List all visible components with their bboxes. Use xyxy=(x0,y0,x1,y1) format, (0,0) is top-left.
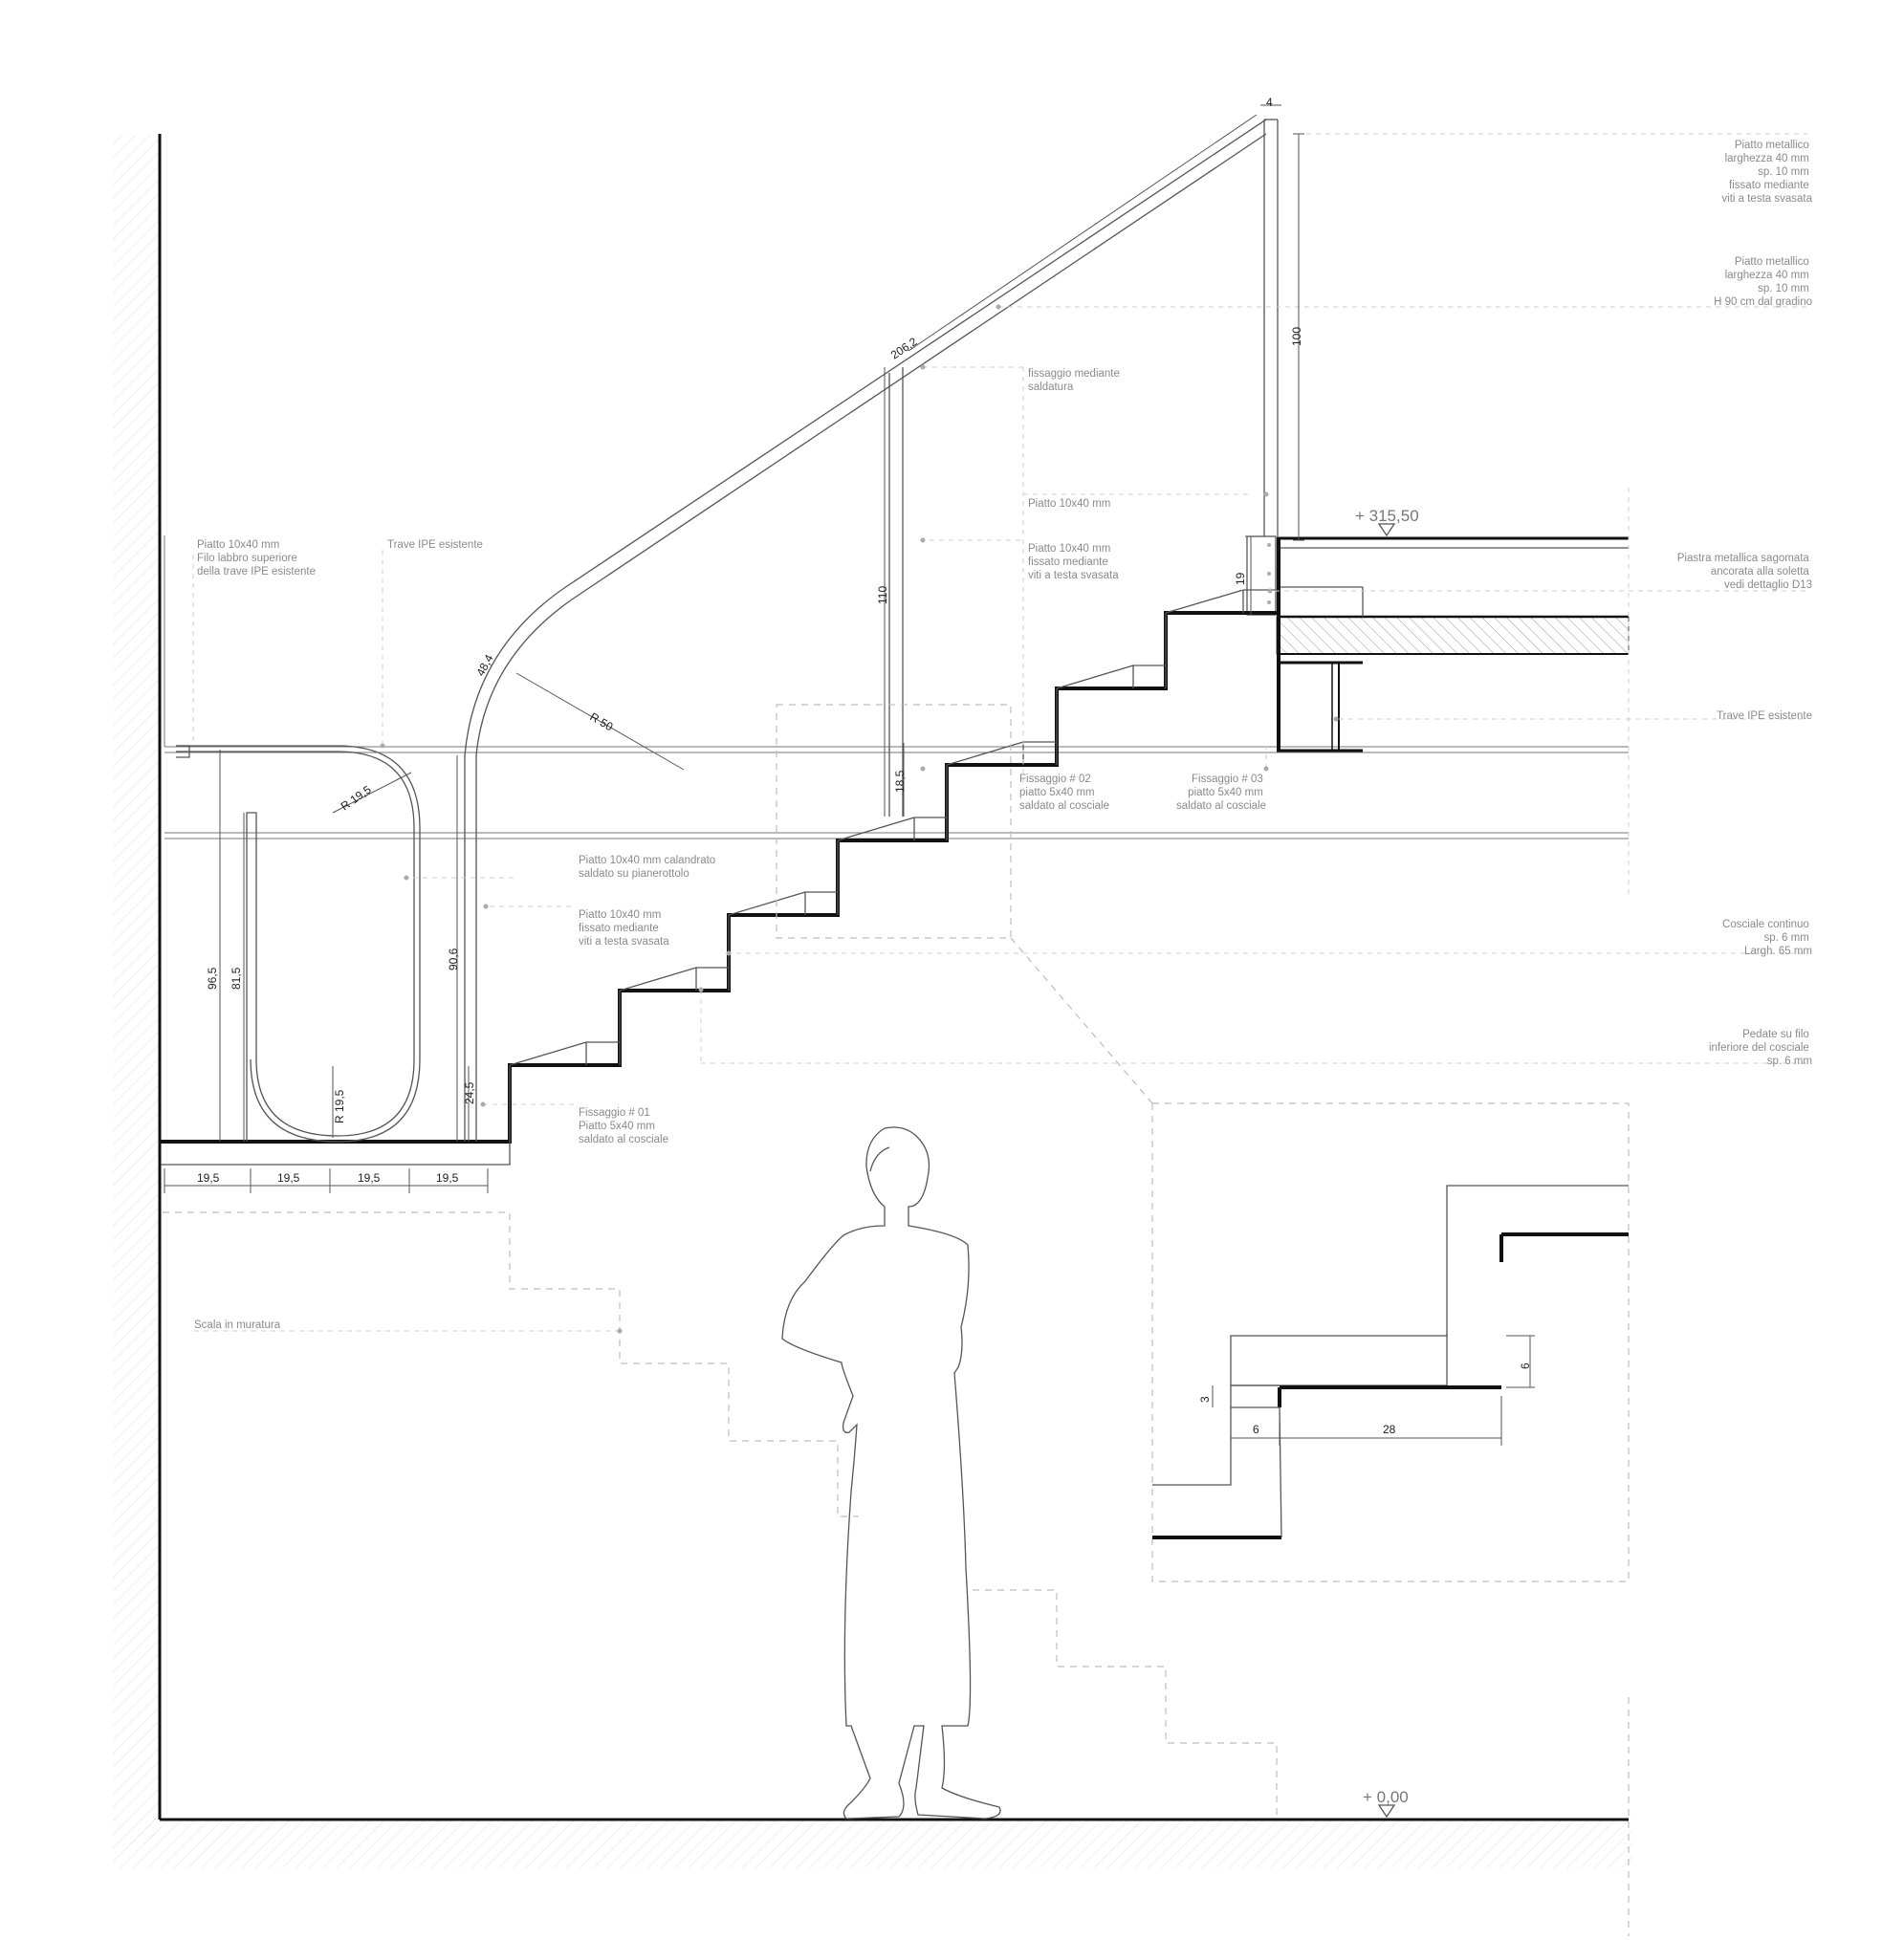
dim-base-2: 19,5 xyxy=(277,1171,300,1185)
level-ground: + 0,00 xyxy=(1363,1788,1409,1806)
dim-206: 206,2 xyxy=(888,335,920,362)
dim-4: 4 xyxy=(1266,96,1273,109)
ipe-section xyxy=(1277,538,1363,752)
note-piatto-metallico-2: Piatto metallico larghezza 40 mm sp. 10 … xyxy=(1714,256,1812,308)
dim-100: 100 xyxy=(1290,327,1303,346)
stair-stringer-underside xyxy=(161,589,1277,1166)
dim-24: 24,5 xyxy=(463,1081,476,1104)
dim-r19a: R 19,5 xyxy=(339,783,374,814)
note-trave-ipe-top: Trave IPE esistente xyxy=(387,539,483,551)
leader-dots xyxy=(380,304,1339,1334)
note-pedate: Pedate su filo inferiore del cosciale sp… xyxy=(1709,1029,1812,1067)
note-piatto-10x40-viti: Piatto 10x40 mm fissato mediante viti a … xyxy=(1028,543,1119,581)
dim-81: 81,5 xyxy=(230,967,243,990)
note-piatto-filo: Piatto 10x40 mm Filo labbro superiore de… xyxy=(197,539,316,578)
notes-right: Piatto metallico larghezza 40 mm sp. 10 … xyxy=(1176,140,1813,1067)
floor-hatch xyxy=(113,1819,1633,1868)
person-silhouette xyxy=(781,1126,1001,1820)
level-markers xyxy=(1377,523,1396,1819)
stair-treads xyxy=(161,611,1277,1144)
masonry-stair xyxy=(163,1211,1278,1817)
dim-detail-6a: 6 xyxy=(1253,1423,1259,1436)
dim-90: 90,6 xyxy=(447,948,460,970)
dim-r50: R 50 xyxy=(588,709,616,733)
note-piatto-10x40-a: Piatto 10x40 mm xyxy=(1028,498,1110,510)
dim-base-1: 19,5 xyxy=(197,1171,220,1185)
dim-19: 19 xyxy=(1234,572,1247,585)
note-piatto-calandrato: Piatto 10x40 mm calandrato saldato su pi… xyxy=(579,855,718,880)
note-cosciale: Cosciale continuo sp. 6 mm Largh. 65 mm xyxy=(1722,919,1812,957)
note-fissaggio-03: Fissaggio # 03 piatto 5x40 mm saldato al… xyxy=(1176,774,1266,812)
dim-detail-28: 28 xyxy=(1383,1423,1396,1436)
upper-slab xyxy=(1276,536,1630,655)
dim-detail-6b: 6 xyxy=(1519,1362,1532,1369)
detail-boxes xyxy=(776,704,1630,1936)
dim-base-4: 19,5 xyxy=(436,1171,459,1185)
dim-110: 110 xyxy=(876,586,889,604)
note-trave-ipe-right: Trave IPE esistente xyxy=(1717,710,1812,722)
note-fissaggio-saldatura: fissaggio mediante saldatura xyxy=(1028,368,1123,393)
leader-lines xyxy=(192,133,1807,1332)
note-piatto-viti-low: Piatto 10x40 mm fissato mediante viti a … xyxy=(579,909,669,948)
dim-48: 48,4 xyxy=(473,652,495,678)
detail-step xyxy=(1152,1185,1629,1539)
wall-hatch xyxy=(113,134,159,1845)
dim-96: 96,5 xyxy=(206,967,219,990)
level-top: + 315,50 xyxy=(1355,507,1419,525)
dim-detail-3: 3 xyxy=(1198,1396,1212,1403)
dim-18: 18,5 xyxy=(893,770,907,793)
note-piatto-metallico-1: Piatto metallico larghezza 40 mm sp. 10 … xyxy=(1721,140,1812,205)
note-scala: Scala in muratura xyxy=(194,1319,281,1331)
note-fissaggio-02: Fissaggio # 02 piatto 5x40 mm saldato al… xyxy=(1019,774,1109,812)
dim-r19b: R 19,5 xyxy=(333,1089,346,1123)
handrail xyxy=(176,119,1279,1143)
note-fissaggio-01: Fissaggio # 01 Piatto 5x40 mm saldato al… xyxy=(579,1107,668,1145)
note-piastra: Piastra metallica sagomata ancorata alla… xyxy=(1677,553,1812,591)
dimension-lines xyxy=(164,104,1535,1446)
dim-base-3: 19,5 xyxy=(358,1171,381,1185)
